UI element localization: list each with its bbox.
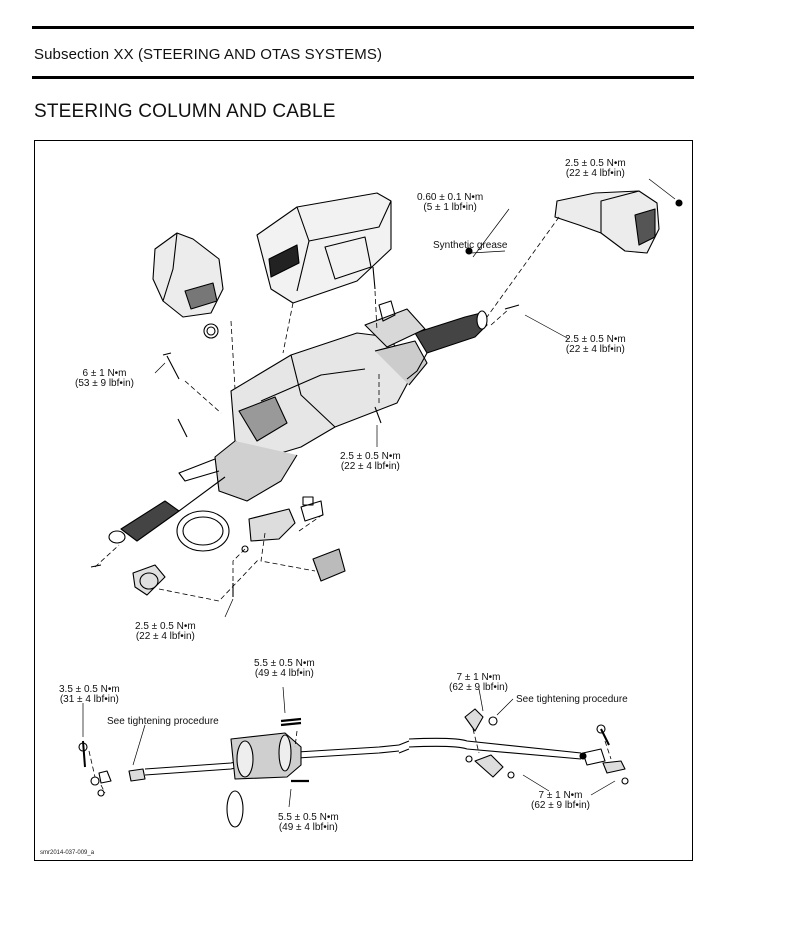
callout-tightening-left: See tightening procedure [107, 716, 219, 727]
callout-column-center-screw: 2.5 ± 0.5 N•m (22 ± 4 lbf•in) [340, 451, 401, 472]
callout-synthetic-grease: Synthetic grease [433, 240, 508, 251]
callout-cable-bottom-screw: 5.5 ± 0.5 N•m (49 ± 4 lbf•in) [278, 812, 339, 833]
callout-lower-left-screw: 2.5 ± 0.5 N•m (22 ± 4 lbf•in) [135, 621, 196, 642]
page-title: STEERING COLUMN AND CABLE [34, 101, 336, 122]
fasteners [90, 247, 520, 597]
upper-cover [256, 192, 392, 304]
right-upper-bracket [554, 190, 683, 254]
figure-id: smr2014-037-009_a [40, 850, 95, 856]
exploded-view-drawing [78, 178, 683, 828]
callout-column-bolt: 6 ± 1 N•m (53 ± 9 lbf•in) [75, 368, 135, 389]
callout-cable-right-lower-nut: 7 ± 1 N•m (62 ± 9 lbf•in) [531, 790, 591, 811]
callout-cable-right-nut: 7 ± 1 N•m (62 ± 9 lbf•in) [449, 672, 509, 693]
callout-grip-screw-right: 2.5 ± 0.5 N•m (22 ± 4 lbf•in) [565, 334, 626, 355]
cable-assembly-lines [88, 728, 612, 794]
callout-top-bracket-screw: 0.60 ± 0.1 N•m (5 ± 1 lbf•in) [417, 192, 484, 213]
callout-cable-left-bolt: 3.5 ± 0.5 N•m (31 ± 4 lbf•in) [59, 684, 120, 705]
left-grip [108, 476, 226, 544]
callout-top-right-screw: 2.5 ± 0.5 N•m (22 ± 4 lbf•in) [565, 158, 626, 179]
subsection-heading: Subsection XX (STEERING AND OTAS SYSTEMS… [34, 46, 383, 63]
steering-column [178, 332, 428, 502]
callout-tightening-right: See tightening procedure [516, 694, 628, 705]
header-bottom-rule [32, 76, 694, 79]
throttle-housing [132, 510, 230, 596]
switch-bracket [248, 496, 346, 582]
left-cover-piece [152, 232, 224, 339]
assembly-lines [94, 216, 560, 602]
exploded-view-figure: 2.5 ± 0.5 N•m (22 ± 4 lbf•in) 0.60 ± 0.1… [34, 140, 693, 861]
header-top-rule [32, 26, 694, 29]
leader-lines-lower [82, 686, 616, 808]
leader-lines-upper [154, 178, 676, 618]
steering-cable [78, 708, 629, 828]
callout-cable-top-screw: 5.5 ± 0.5 N•m (49 ± 4 lbf•in) [254, 658, 315, 679]
right-grip [364, 308, 488, 380]
